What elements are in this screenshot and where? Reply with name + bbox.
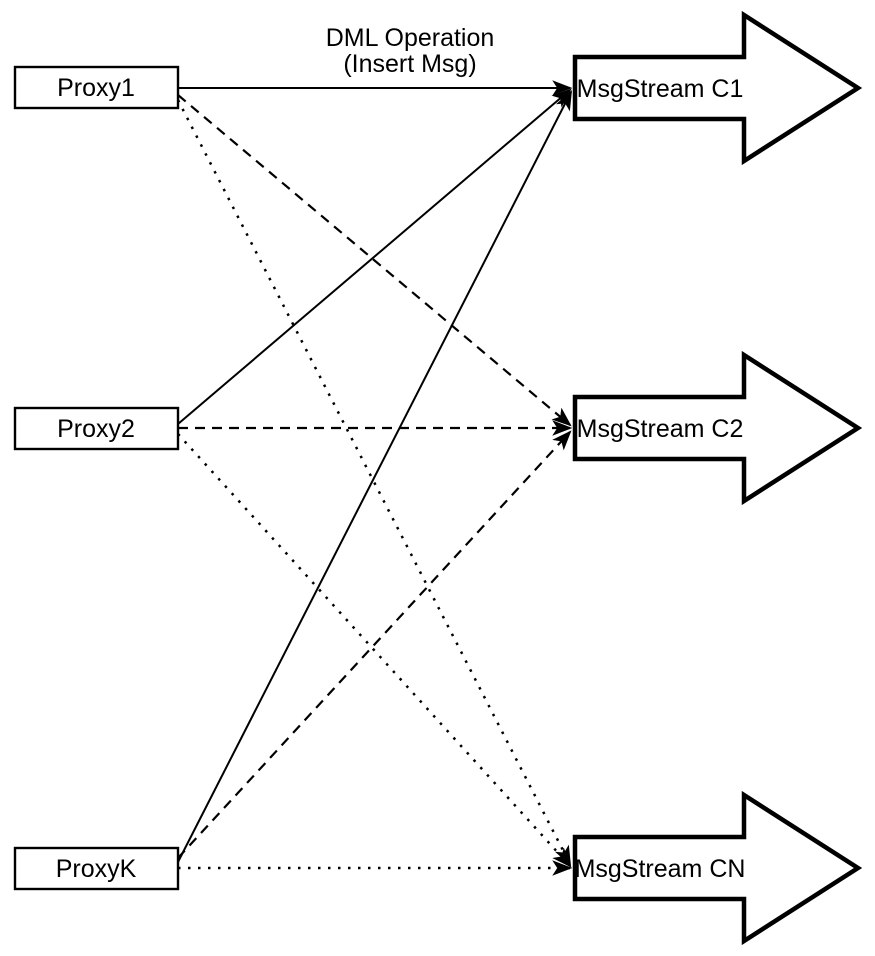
edge-proxy1-msgstream-c2 xyxy=(177,94,572,427)
edge-proxyk-msgstream-c2 xyxy=(177,430,572,859)
edge-proxyk-msgstream-c1 xyxy=(177,90,573,863)
title-label: DML Operation (Insert Msg) xyxy=(326,24,495,78)
title-line2: (Insert Msg) xyxy=(343,50,476,78)
node-proxyk: ProxyK xyxy=(13,846,180,891)
proxy1-label: Proxy1 xyxy=(57,74,135,102)
node-msgstream-c1: MsgStream C1 xyxy=(572,10,863,166)
proxy2-label: Proxy2 xyxy=(57,415,135,443)
node-msgstream-cn: MsgStream CN xyxy=(572,790,863,946)
edge-proxy2-msgstream-cn xyxy=(177,433,572,868)
node-proxy2: Proxy2 xyxy=(13,406,180,451)
msgstream-cn-arrow-shape xyxy=(572,790,863,946)
node-proxy1: Proxy1 xyxy=(13,65,180,110)
node-msgstream-c2: MsgStream C2 xyxy=(572,350,863,506)
msgstream-c1-arrow-shape xyxy=(572,10,863,166)
edge-proxy1-msgstream-cn xyxy=(176,99,572,866)
proxyk-label: ProxyK xyxy=(56,855,137,883)
edge-proxy2-msgstream-c1 xyxy=(177,88,572,425)
msgstream-cn-label: MsgStream CN xyxy=(575,855,746,883)
msgstream-c2-arrow-shape xyxy=(572,350,863,506)
title-line1: DML Operation xyxy=(326,24,495,52)
proxy2-box xyxy=(13,406,180,451)
msgstream-c1-label: MsgStream C1 xyxy=(577,75,744,103)
proxyk-box xyxy=(13,846,180,891)
msgstream-c2-label: MsgStream C2 xyxy=(577,415,744,443)
proxy1-box xyxy=(13,65,180,110)
